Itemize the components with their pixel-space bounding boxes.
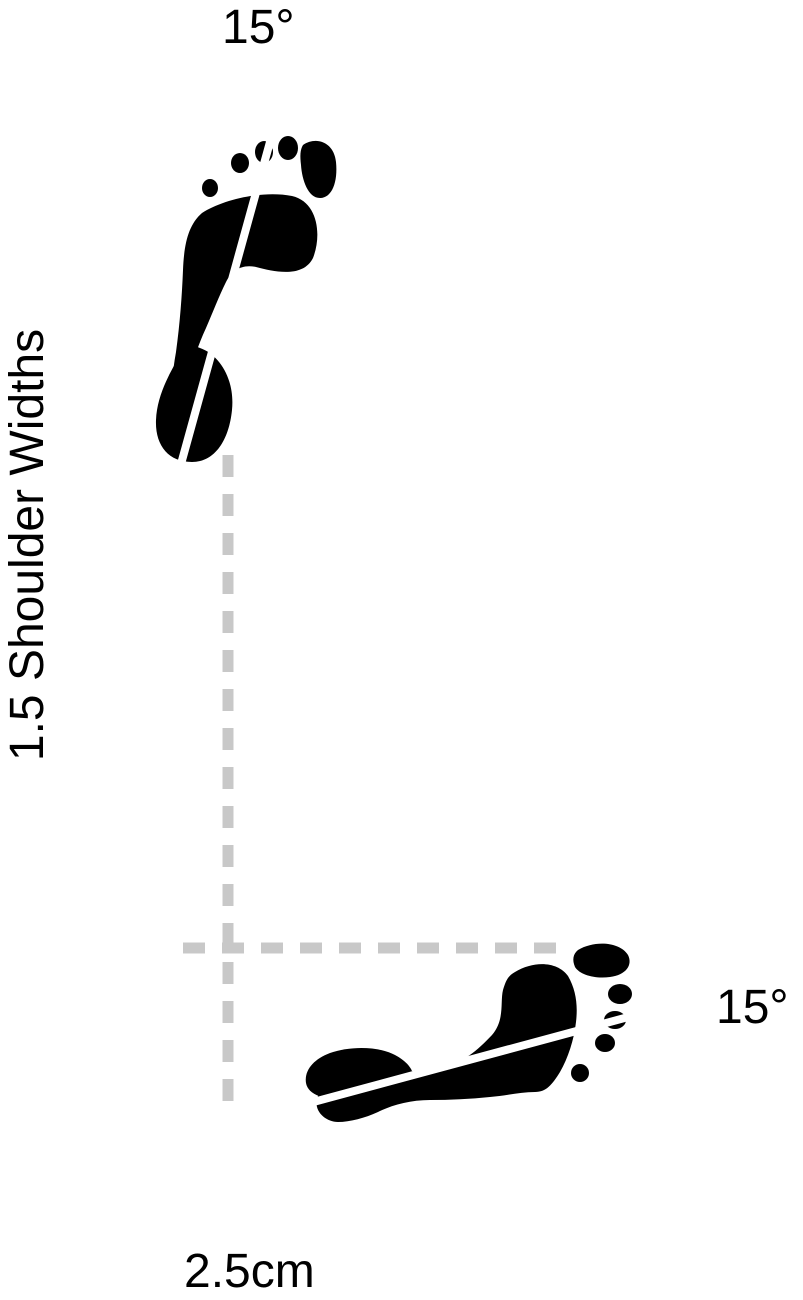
- front-foot-angle-label: 15°: [222, 1, 295, 54]
- front-footprint-icon: [155, 136, 337, 466]
- back-foot-axis-line: [304, 1012, 634, 1108]
- front-foot-axis-line: [177, 140, 274, 466]
- back-foot-angle-label: 15°: [716, 981, 789, 1034]
- guide-lines: [183, 455, 556, 1118]
- stance-length-label: 1.5 Shoulder Widths: [1, 328, 54, 762]
- back-footprint-icon: [304, 943, 634, 1122]
- lateral-offset-label: 2.5cm: [184, 1245, 315, 1298]
